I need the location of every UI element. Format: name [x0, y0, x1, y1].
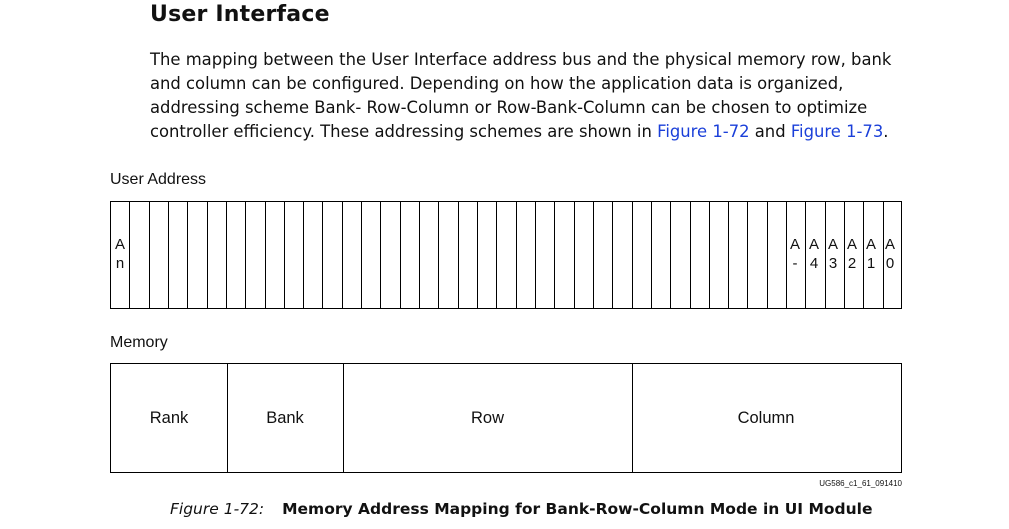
caption-number: Figure 1-72: [170, 500, 265, 518]
bit-5-top: A [789, 236, 800, 253]
bit-msb-top: A [114, 236, 125, 253]
memory-mapping-box: Rank Bank Row Column [110, 363, 902, 473]
bit-label-1: A 1 [865, 235, 877, 273]
caption-title: Memory Address Mapping for Bank-Row-Colu… [282, 500, 873, 518]
memory-field-column: Column [737, 408, 795, 427]
bit-slot-divider [863, 202, 865, 308]
bit-slot-divider [245, 202, 247, 308]
bit-slot-divider [341, 202, 343, 308]
memory-divider [227, 364, 228, 472]
figure-id: UG586_c1_61_091410 [819, 479, 902, 488]
figure-1-73-link[interactable]: Figure 1-73 [790, 122, 884, 141]
memory-field-bank: Bank [266, 408, 304, 427]
bit-slot-divider [689, 202, 691, 308]
bit-slot-divider [380, 202, 382, 308]
bit-label-2: A 2 [846, 235, 858, 273]
bit-slot-divider [573, 202, 575, 308]
bit-slot-divider [515, 202, 517, 308]
user-address-label: User Address [110, 171, 207, 188]
bit-slot-divider [167, 202, 169, 308]
bit-slot-divider [786, 202, 788, 308]
bit-slot-divider [650, 202, 652, 308]
bit-slot-divider [612, 202, 614, 308]
paragraph-line-4-prefix: controller efficiency. These addressing … [150, 122, 658, 141]
bit-slot-divider [477, 202, 479, 308]
memory-label: Memory [110, 334, 168, 351]
bit-slot-divider [129, 202, 131, 308]
bit-slot-divider [708, 202, 710, 308]
bit-slot-divider [225, 202, 227, 308]
bit-slot-divider [496, 202, 498, 308]
bit-4-bottom: 4 [809, 255, 819, 272]
bit-slot-divider [419, 202, 421, 308]
bit-1-top: A [865, 236, 876, 253]
bit-slot-divider [264, 202, 266, 308]
bit-msb-bottom: n [115, 255, 125, 272]
bit-0-top: A [884, 236, 895, 253]
figure-caption: Figure 1-72: Memory Address Mapping for B… [170, 500, 872, 518]
paragraph-line-4: controller efficiency. These addressing … [150, 120, 950, 144]
bit-3-top: A [827, 236, 838, 253]
bit-slot-divider [631, 202, 633, 308]
bit-slot-divider [728, 202, 730, 308]
bit-slot-divider [554, 202, 556, 308]
bit-slot-divider [670, 202, 672, 308]
paragraph-line-4-suffix: . [883, 122, 889, 141]
bit-label-0: A 0 [884, 235, 896, 273]
bit-3-bottom: 3 [828, 255, 838, 272]
bit-slot-divider [534, 202, 536, 308]
section-heading: User Interface [150, 2, 330, 27]
bit-label-msb: A n [114, 235, 126, 273]
bit-slot-divider [438, 202, 440, 308]
user-address-bus [110, 201, 902, 309]
bit-slot-divider [747, 202, 749, 308]
bit-4-top: A [808, 236, 819, 253]
bit-slot-divider [361, 202, 363, 308]
bit-slot-divider [882, 202, 884, 308]
bit-5-bottom: - [792, 255, 798, 272]
bit-slot-divider [283, 202, 285, 308]
paragraph-line-1: The mapping between the User Interface a… [150, 50, 892, 69]
bit-slot-divider [457, 202, 459, 308]
paragraph-line-4-mid: and [749, 122, 791, 141]
bit-2-top: A [846, 236, 857, 253]
memory-field-row: Row [470, 408, 504, 427]
bit-slot-divider [766, 202, 768, 308]
intro-paragraph: The mapping between the User Interface a… [150, 48, 950, 144]
memory-divider [632, 364, 633, 472]
bit-slot-divider [303, 202, 305, 308]
bit-slot-divider [592, 202, 594, 308]
bit-label-5: A - [789, 235, 801, 273]
bit-slot-divider [844, 202, 846, 308]
bit-slot-divider [148, 202, 150, 308]
bit-0-bottom: 0 [885, 255, 895, 272]
memory-divider [343, 364, 344, 472]
bit-slot-divider [805, 202, 807, 308]
paragraph-line-3: addressing scheme Bank- Row-Column or Ro… [150, 98, 868, 117]
bit-slot-divider [187, 202, 189, 308]
bit-slot-divider [824, 202, 826, 308]
bit-label-4: A 4 [808, 235, 820, 273]
bit-1-bottom: 1 [866, 255, 876, 272]
bit-slot-divider [206, 202, 208, 308]
bit-label-3: A 3 [827, 235, 839, 273]
paragraph-line-2: and column can be configured. Depending … [150, 74, 844, 93]
bit-slot-divider [399, 202, 401, 308]
bit-slot-divider [322, 202, 324, 308]
figure-1-72-link[interactable]: Figure 1-72 [657, 122, 750, 141]
memory-field-rank: Rank [149, 408, 189, 427]
bit-2-bottom: 2 [847, 255, 857, 272]
